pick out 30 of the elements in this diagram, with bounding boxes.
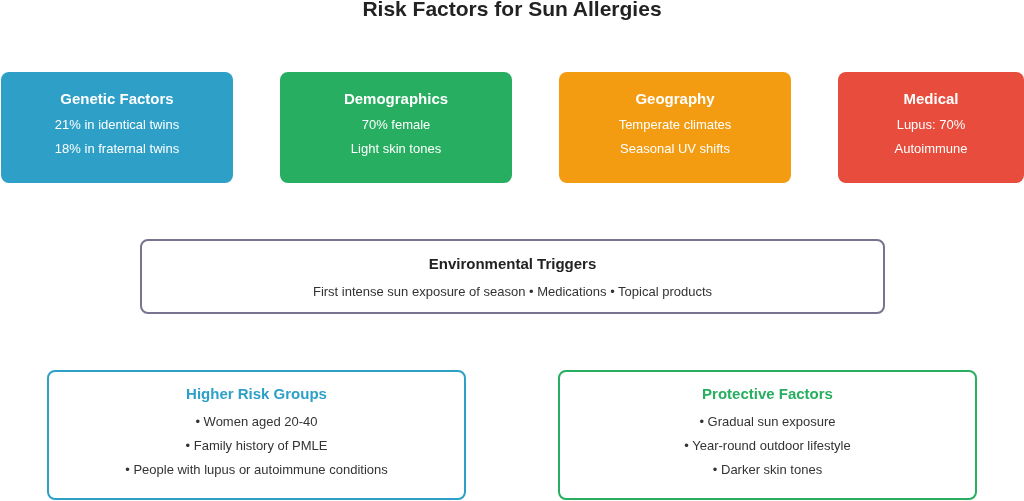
trigger-panel — [140, 239, 885, 314]
group-card — [47, 370, 466, 500]
bullet-item: • People with lupus or autoimmune conditions — [125, 461, 388, 477]
card-heading: Medical — [903, 90, 959, 107]
card-heading: Protective Factors — [702, 384, 833, 402]
card-text: 18% in fraternal twins — [54, 141, 180, 156]
card-heading: Genetic Factors — [60, 90, 174, 107]
card-heading: Demographics — [343, 90, 449, 107]
bullet-item: • Women aged 20-40 — [195, 413, 318, 429]
bullet-item: • Darker skin tones — [712, 461, 823, 477]
card-text: First intense sun exposure of season • Medications • Topical products — [312, 283, 713, 299]
card-heading: Higher Risk Groups — [186, 384, 327, 402]
card-text: Lupus: 70% — [896, 117, 966, 132]
card-text: Light skin tones — [350, 141, 442, 156]
diagram-title: Risk Factors for Sun Allergies — [361, 0, 663, 21]
group-card — [558, 370, 977, 500]
bullet-item: • Family history of PMLE — [185, 437, 328, 453]
card-text: Temperate climates — [618, 117, 732, 132]
category-card — [1, 72, 233, 183]
card-text: Autoimmune — [894, 141, 968, 156]
category-card — [838, 72, 1024, 183]
card-heading: Geography — [635, 90, 715, 107]
card-text: 70% female — [361, 117, 431, 132]
category-card — [559, 72, 791, 183]
card-heading: Environmental Triggers — [428, 254, 597, 272]
category-card — [280, 72, 512, 183]
card-text: Seasonal UV shifts — [620, 141, 730, 156]
card-text: 21% in identical twins — [54, 117, 180, 132]
bullet-item: • Gradual sun exposure — [699, 413, 836, 429]
bullet-item: • Year-round outdoor lifestyle — [684, 437, 851, 453]
